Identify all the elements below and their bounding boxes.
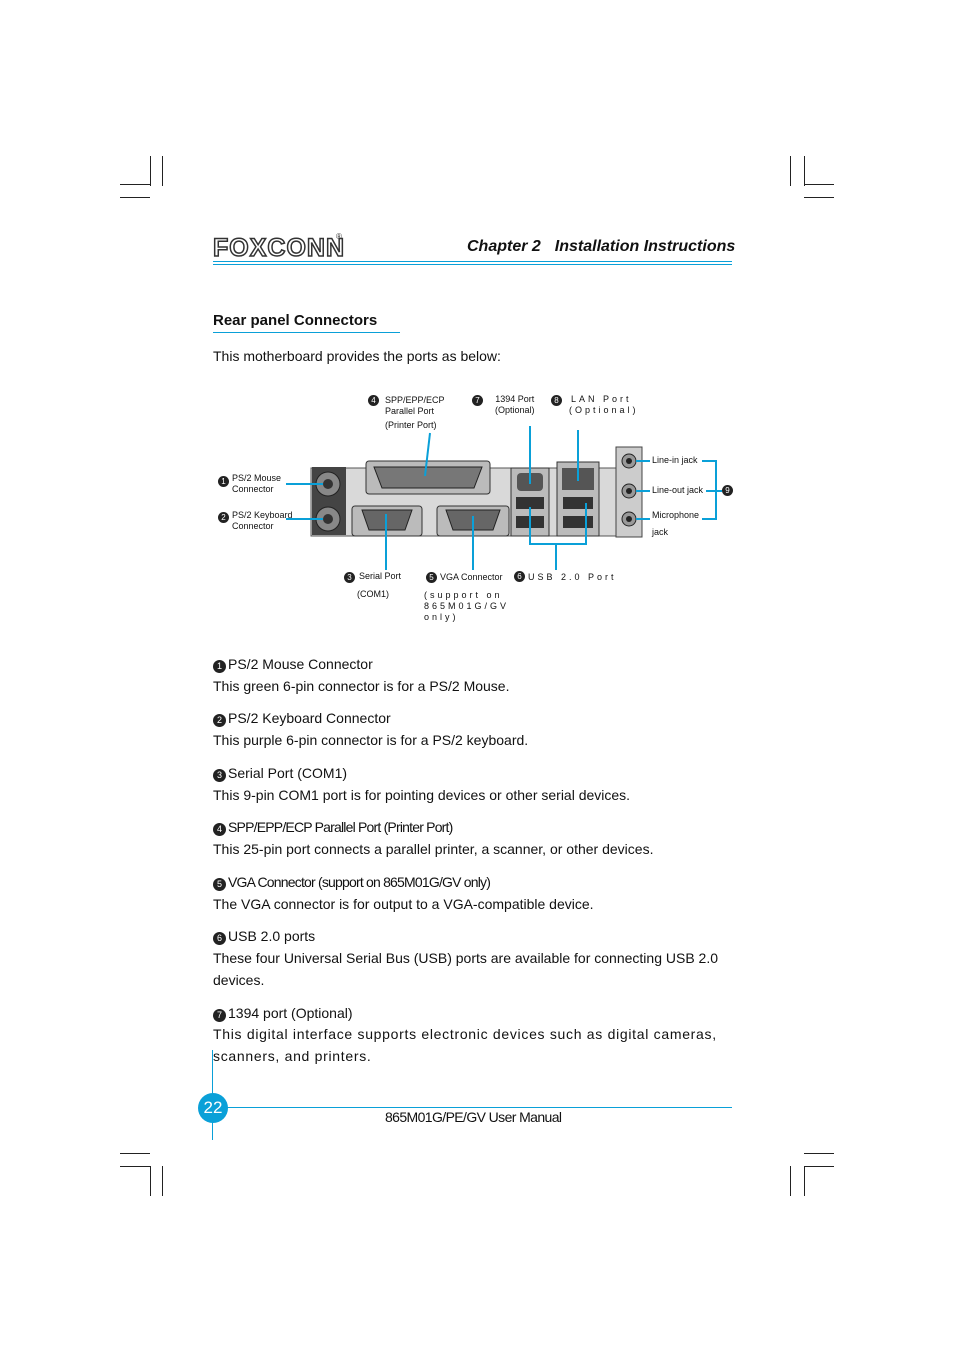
chapter-title: Installation Instructions <box>554 238 736 255</box>
crop-mark <box>150 156 151 186</box>
label-1394: 1394 Port(Optional) <box>495 394 535 415</box>
marker-3: 3 <box>344 572 355 583</box>
marker-9: 9 <box>722 485 733 496</box>
crop-mark <box>804 1153 834 1154</box>
label-line-out: Line-out jack <box>652 485 704 495</box>
intro-text: This motherboard provides the ports as b… <box>213 348 501 364</box>
crop-mark <box>120 1153 150 1154</box>
usb-port <box>563 516 593 528</box>
chapter-label: Chapter 2 <box>467 238 541 255</box>
marker-6: 6 <box>514 571 525 582</box>
chapter-header: Chapter 2 Installation Instructions <box>467 238 735 256</box>
label-lan: LAN Port(Optional) <box>569 394 639 415</box>
label-line-in: Line-in jack <box>652 455 698 465</box>
crop-mark <box>790 1166 791 1196</box>
item-desc-1: This green 6-pin connector is for a PS/2… <box>213 678 510 694</box>
crop-mark <box>804 197 834 198</box>
marker-4: 4 <box>368 395 379 406</box>
label-serial-com1: (COM1) <box>357 589 389 599</box>
crop-mark <box>150 1166 151 1196</box>
label-vga: VGA Connector <box>440 572 503 582</box>
label-usb: USB 2.0 Port <box>528 572 617 582</box>
item-desc-7: This digital interface supports electron… <box>213 1026 717 1064</box>
crop-mark <box>790 156 791 186</box>
marker-5: 5 <box>426 572 437 583</box>
foxconn-logo: FOXCONN <box>212 233 345 263</box>
crop-mark <box>804 156 805 186</box>
marker-8: 8 <box>551 395 562 406</box>
crop-mark <box>120 1166 150 1167</box>
marker-7: 7 <box>472 395 483 406</box>
marker-1: 1 <box>218 476 229 487</box>
label-serial: Serial Port <box>359 571 402 581</box>
item-desc-3: This 9-pin COM1 port is for pointing dev… <box>213 787 631 803</box>
registered-mark: ® <box>336 232 342 241</box>
section-title: Rear panel Connectors <box>213 312 378 329</box>
crop-mark <box>120 197 150 198</box>
header-rule <box>213 261 732 262</box>
crop-mark <box>162 1166 163 1196</box>
header-rule <box>213 264 732 265</box>
page-number: 22 <box>198 1093 228 1123</box>
item-desc-6: These four Universal Serial Bus (USB) po… <box>213 950 719 988</box>
manual-title: 865M01G/PE/GV User Manual <box>385 1109 562 1125</box>
crop-mark <box>804 1166 805 1196</box>
section-title-underline <box>213 332 400 333</box>
crop-mark <box>804 184 834 185</box>
rear-panel-diagram <box>286 426 722 570</box>
crop-mark <box>120 184 150 185</box>
footer-rule <box>213 1107 732 1108</box>
crop-mark <box>804 1166 834 1167</box>
usb-port <box>563 497 593 509</box>
item-desc-5: The VGA connector is for output to a VGA… <box>213 896 594 912</box>
item-desc-2: This purple 6-pin connector is for a PS/… <box>213 732 529 748</box>
marker-2: 2 <box>218 512 229 523</box>
callout-lines <box>286 426 722 570</box>
parallel-port-socket <box>373 466 483 489</box>
item-desc-4: This 25-pin port connects a parallel pri… <box>213 841 654 857</box>
usb-port <box>516 497 544 509</box>
crop-mark <box>162 156 163 186</box>
